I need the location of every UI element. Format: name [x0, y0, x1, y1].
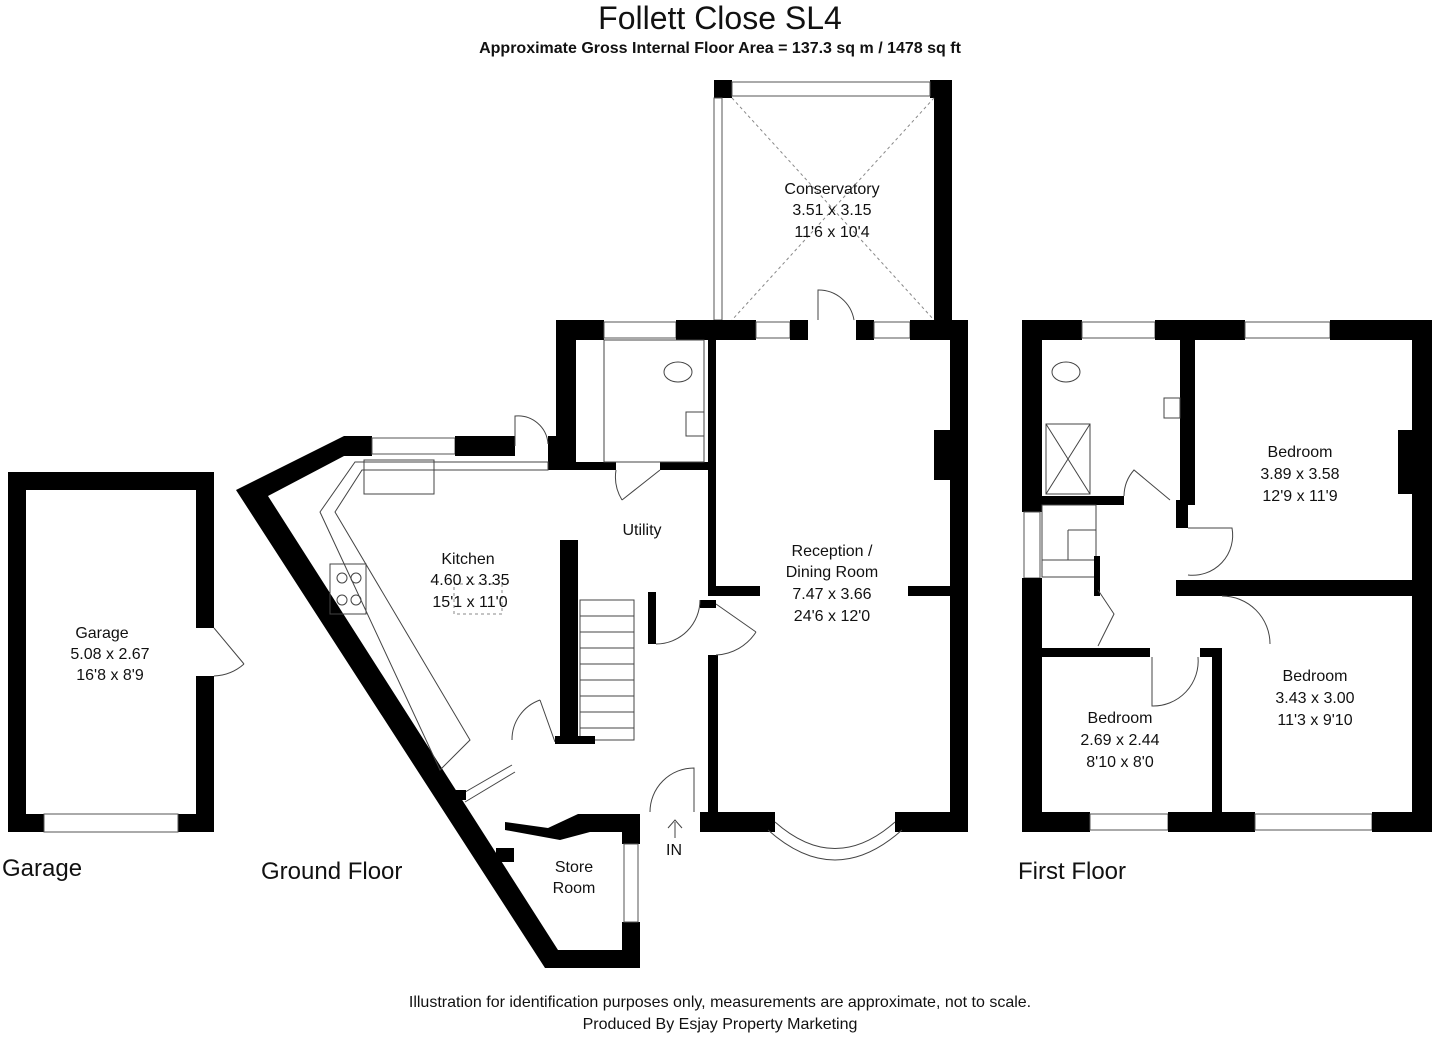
ground-floor-label: Ground Floor [261, 858, 402, 885]
garage-room-imperial: 16'8 x 8'9 [76, 667, 144, 684]
utility-name: Utility [622, 522, 661, 539]
store-room-name-line2: Room [553, 880, 596, 897]
producer-credit: Produced By Esjay Property Marketing [582, 1016, 858, 1033]
reception-metric: 7.47 x 3.66 [792, 586, 871, 603]
kitchen-name: Kitchen [441, 551, 494, 568]
store-room-name-line1: Store [555, 859, 593, 876]
garage-room-name: Garage [75, 625, 128, 642]
plan-title: Follett Close SL4 [598, 0, 842, 36]
bedroom2-imperial: 11'3 x 9'10 [1277, 712, 1352, 729]
bedroom1-imperial: 12'9 x 11'9 [1262, 488, 1337, 505]
bedroom1-name: Bedroom [1268, 444, 1333, 461]
first-floor-plan [1022, 320, 1432, 832]
garage-floor-label: Garage [2, 855, 82, 882]
reception-name-line2: Dining Room [786, 564, 878, 581]
conservatory-imperial: 11'6 x 10'4 [794, 224, 869, 241]
bedroom1-metric: 3.89 x 3.58 [1260, 466, 1339, 483]
conservatory-metric: 3.51 x 3.15 [792, 202, 871, 219]
bedroom3-metric: 2.69 x 2.44 [1080, 732, 1159, 749]
first-floor-label: First Floor [1018, 858, 1126, 885]
bedroom3-imperial: 8'10 x 8'0 [1086, 754, 1154, 771]
garage-plan [8, 472, 245, 833]
entrance-label: IN [666, 842, 682, 859]
garage-room-metric: 5.08 x 2.67 [70, 646, 149, 663]
disclaimer-text: Illustration for identification purposes… [408, 994, 1032, 1011]
reception-imperial: 24'6 x 12'0 [794, 608, 870, 625]
conservatory-plan [713, 80, 952, 321]
bedroom2-metric: 3.43 x 3.00 [1275, 690, 1354, 707]
bedroom3-name: Bedroom [1088, 710, 1153, 727]
conservatory-name: Conservatory [784, 181, 879, 198]
floor-area-subtitle: Approximate Gross Internal Floor Area = … [479, 40, 961, 57]
reception-name-line1: Reception / [792, 543, 873, 560]
kitchen-metric: 4.60 x 3.35 [430, 572, 509, 589]
kitchen-imperial: 15'1 x 11'0 [432, 594, 507, 611]
ground-floor-plan [236, 320, 968, 968]
bedroom2-name: Bedroom [1283, 668, 1348, 685]
